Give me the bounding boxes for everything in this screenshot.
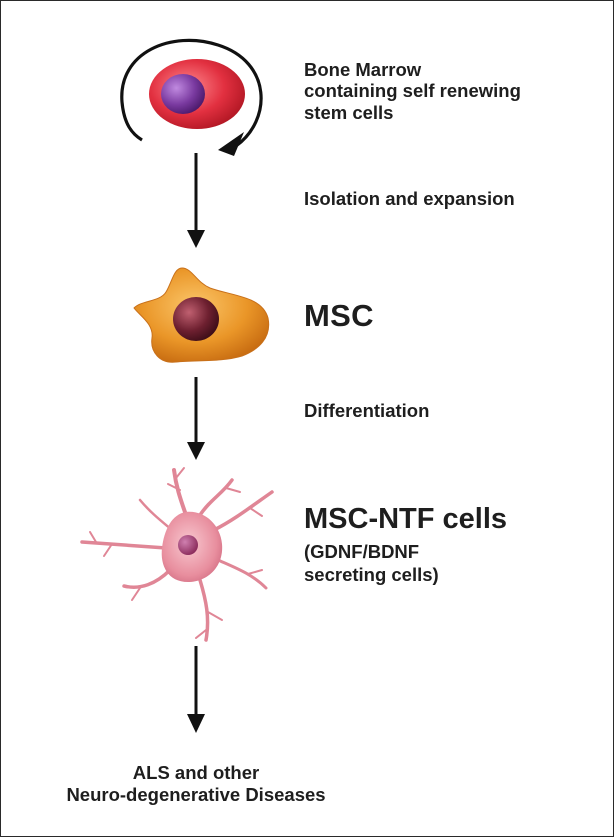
differentiation-label: Differentiation (304, 400, 430, 421)
msc-label: MSC (304, 298, 374, 333)
stem-cell-icon (149, 59, 245, 129)
msc-ntf-subtitle: (GDNF/BDNF secreting cells) (304, 540, 439, 586)
msc-ntf-sub-line: secreting cells) (304, 564, 439, 586)
bone-marrow-line: containing self renewing (304, 80, 521, 102)
down-arrow-icon (187, 377, 205, 460)
neuron-cell-icon (80, 467, 274, 642)
down-arrow-icon (187, 646, 205, 733)
circular-arrow-icon (120, 38, 263, 156)
msc-ntf-title: MSC-NTF cells (304, 503, 508, 535)
down-arrow-icon (187, 153, 205, 248)
msc-cell-icon (133, 267, 270, 363)
outcome-label: ALS and other Neuro-degenerative Disease… (0, 762, 392, 806)
isolation-label: Isolation and expansion (304, 188, 515, 209)
bone-marrow-line: stem cells (304, 101, 394, 123)
outcome-line: Neuro-degenerative Diseases (66, 784, 326, 806)
bone-marrow-line: Bone Marrow (304, 59, 422, 80)
bone-marrow-label: Bone Marrow containing self renewing ste… (304, 59, 521, 123)
neuron-body (161, 511, 223, 582)
msc-ntf-sub-line: (GDNF/BDNF (304, 541, 420, 562)
outcome-line: ALS and other (132, 762, 260, 783)
